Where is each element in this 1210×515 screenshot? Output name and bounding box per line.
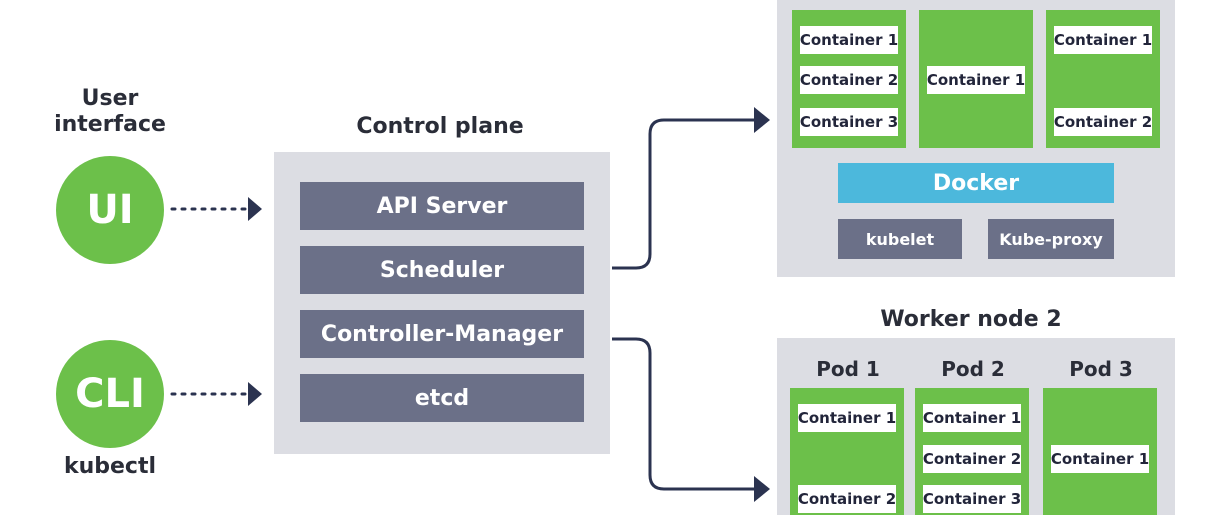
worker2-pod3-container-1: Container 1 bbox=[1051, 445, 1149, 473]
control-plane-title: Control plane bbox=[356, 114, 524, 139]
cli-circle: CLI bbox=[56, 340, 164, 448]
worker1-pod3-container-2: Container 2 bbox=[1054, 108, 1152, 136]
worker2-pod-1: Container 1 Container 2 bbox=[790, 388, 904, 515]
worker2-pod2-container-2: Container 2 bbox=[923, 445, 1021, 473]
kubelet-box: kubelet bbox=[838, 219, 962, 259]
worker1-pod-2: Container 1 bbox=[919, 10, 1033, 148]
worker1-pod3-container-1: Container 1 bbox=[1054, 26, 1152, 54]
worker-node-2-title: Worker node 2 bbox=[880, 307, 1062, 332]
worker2-pod-3: Container 1 bbox=[1043, 388, 1157, 515]
user-interface-heading-line2: interface bbox=[54, 112, 166, 137]
worker1-pod1-container-2: Container 2 bbox=[800, 66, 898, 94]
kube-proxy-box: Kube-proxy bbox=[988, 219, 1114, 259]
scheduler-box: Scheduler bbox=[300, 246, 584, 294]
worker1-pod2-container-1: Container 1 bbox=[927, 66, 1025, 94]
kubectl-caption: kubectl bbox=[63, 454, 157, 479]
worker2-pod2-container-3: Container 3 bbox=[923, 485, 1021, 513]
etcd-box: etcd bbox=[300, 374, 584, 422]
ui-circle: UI bbox=[56, 156, 164, 264]
api-server-box: API Server bbox=[300, 182, 584, 230]
cli-dotted-arrow bbox=[170, 382, 262, 406]
worker1-pod1-container-1: Container 1 bbox=[800, 26, 898, 54]
worker2-pod-1-label: Pod 1 bbox=[816, 357, 880, 381]
docker-runtime-bar: Docker bbox=[838, 163, 1114, 203]
worker2-pod2-container-1: Container 1 bbox=[923, 404, 1021, 432]
worker-node-1-panel: Container 1 Container 2 Container 3 Cont… bbox=[777, 0, 1175, 277]
worker1-pod-3: Container 1 Container 2 bbox=[1046, 10, 1160, 148]
control-plane-to-worker-1-arrow bbox=[612, 107, 770, 270]
ui-dotted-arrow bbox=[170, 197, 262, 221]
control-plane-to-worker-2-arrow bbox=[612, 337, 770, 502]
worker2-pod1-container-2: Container 2 bbox=[798, 485, 896, 513]
user-interface-heading-line1: User bbox=[81, 86, 139, 111]
worker2-pod-3-label: Pod 3 bbox=[1069, 357, 1133, 381]
controller-manager-box: Controller-Manager bbox=[300, 310, 584, 358]
worker-node-2-panel: Pod 1 Pod 2 Pod 3 Container 1 Container … bbox=[777, 338, 1175, 515]
user-interface-heading: User interface bbox=[50, 86, 170, 138]
worker2-pod1-container-1: Container 1 bbox=[798, 404, 896, 432]
worker1-pod-1: Container 1 Container 2 Container 3 bbox=[792, 10, 906, 148]
worker1-pod1-container-3: Container 3 bbox=[800, 108, 898, 136]
worker2-pod-2-label: Pod 2 bbox=[941, 357, 1005, 381]
control-plane-panel: API Server Scheduler Controller-Manager … bbox=[274, 152, 610, 454]
worker2-pod-2: Container 1 Container 2 Container 3 bbox=[915, 388, 1029, 515]
